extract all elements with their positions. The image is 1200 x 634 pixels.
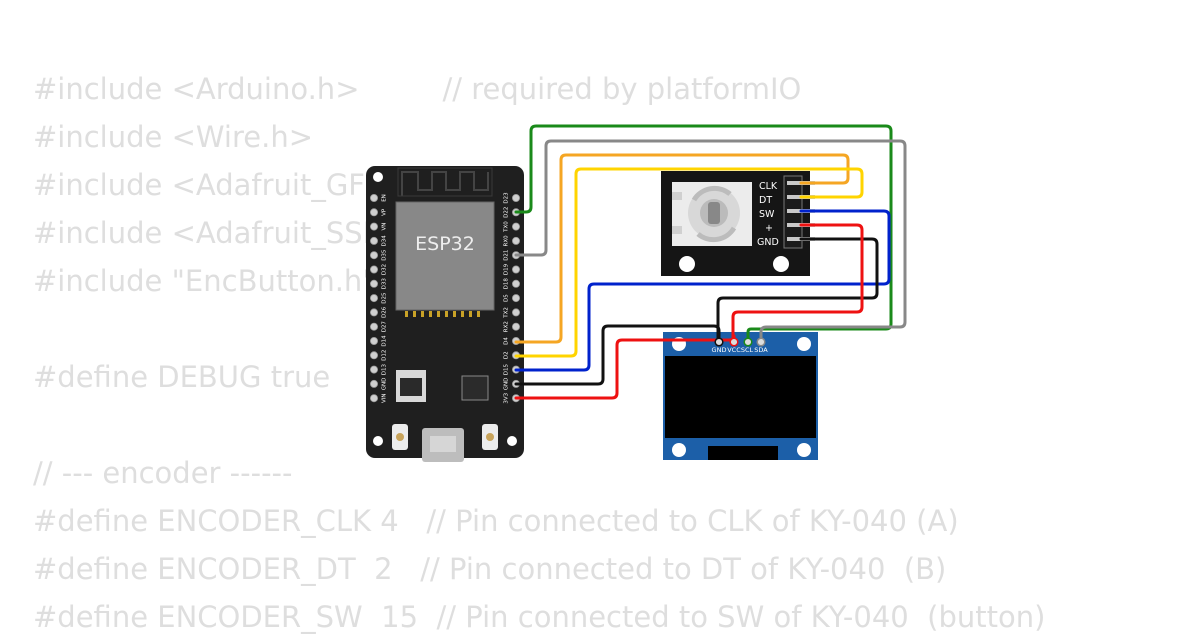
esp32-pin[interactable] (369, 365, 378, 374)
esp32-pin-label: 3V3 (504, 392, 510, 403)
esp32-pin-label: D14 (382, 335, 388, 347)
encoder-pin-label-dt: DT (759, 195, 772, 206)
code-line: #define DEBUG true (33, 360, 331, 394)
esp32-pin[interactable] (512, 193, 521, 202)
esp32-pin[interactable] (369, 351, 378, 360)
esp32-pin[interactable] (369, 222, 378, 231)
esp32-pin-label: D23 (504, 192, 510, 204)
module-pads (405, 311, 480, 317)
esp32-pin-label: VIN (382, 393, 388, 403)
code-line: #define ENCODER_CLK 4 // Pin connected t… (33, 504, 959, 538)
esp32-pin[interactable] (369, 294, 378, 303)
esp32-pin[interactable] (369, 279, 378, 288)
usb-serial-chip (461, 375, 489, 401)
esp32-pin-label: D34 (382, 235, 388, 247)
wire-clk-orange[interactable] (514, 153, 850, 344)
esp32-pin[interactable] (512, 265, 521, 274)
esp32-chip-label: ESP32 (415, 233, 475, 255)
boot-button[interactable] (392, 424, 408, 450)
oled-pin-label-vcc: VCC (727, 346, 741, 354)
esp32-pin-label: D15 (504, 363, 510, 375)
oled-screen (665, 356, 816, 438)
esp32-pin[interactable] (369, 336, 378, 345)
esp32-pin-label: D13 (382, 363, 388, 375)
oled-pins (714, 337, 766, 347)
oled-pin-label-gnd: GND (712, 346, 727, 354)
esp32-pin-label: D2 (504, 351, 510, 359)
esp32-pin-label: D21 (504, 250, 510, 261)
esp32-pin-label: VP (382, 208, 388, 216)
esp32-pin[interactable] (369, 208, 378, 217)
esp32-pin[interactable] (512, 279, 521, 288)
esp32-pin-label: RX0 (504, 235, 510, 247)
wire-sda-gray[interactable] (514, 139, 907, 343)
esp32-pin-label: VN (382, 223, 388, 231)
code-line: #include <Wire.h> (33, 120, 314, 154)
esp32-pin-label: D22 (504, 207, 510, 218)
code-line: #include <Arduino.h> // required by plat… (33, 72, 802, 106)
code-line: #include <Adafruit_SSD1306.h> (33, 216, 511, 250)
esp32-pin-label: TX0 (504, 221, 510, 233)
wire-enc-gnd-black[interactable] (716, 237, 879, 343)
esp32-pin-label: D18 (504, 278, 510, 290)
esp32-pin-label: D35 (382, 249, 388, 261)
esp32-pin[interactable] (369, 236, 378, 245)
wire-scl-green[interactable] (514, 124, 893, 343)
code-line: #define ENCODER_DT 2 // Pin connected to… (33, 552, 947, 586)
esp32-pin[interactable] (369, 308, 378, 317)
oled-pin-label-sda: SDA (754, 346, 768, 354)
esp32-pin[interactable] (512, 236, 521, 245)
esp32-right-pin-column: D23D22TX0RX0D21D19D18D5TX2RX2D4D2D15GND3… (504, 192, 521, 404)
esp32-pin-label: D5 (504, 294, 510, 302)
esp32-pin-label: D19 (504, 263, 510, 275)
esp32-pin-label: D33 (382, 278, 388, 290)
esp32-pin-label: TX2 (504, 307, 510, 319)
antenna-trace (397, 167, 493, 197)
encoder-pin-label-plus: + (765, 223, 773, 234)
encoder-pin-label-sw: SW (759, 209, 775, 220)
esp32-pin-label: RX2 (504, 321, 510, 332)
esp32-pin-label: D26 (382, 306, 388, 318)
en-button[interactable] (482, 424, 498, 450)
esp32-pin[interactable] (369, 193, 378, 202)
code-line: // --- encoder ------ (33, 456, 293, 490)
code-line: #define ENCODER_SW 15 // Pin connected t… (33, 600, 1046, 634)
rotary-encoder-module[interactable]: CLK DT SW + GND (661, 171, 815, 276)
esp32-pin-label: D12 (382, 350, 388, 361)
wire-sw-blue[interactable] (514, 209, 891, 372)
wire-dt-yellow[interactable] (514, 167, 864, 358)
oled-display-module[interactable]: GND VCC SCL SDA (663, 332, 818, 460)
esp32-pin[interactable] (369, 265, 378, 274)
esp32-pin-label: D27 (382, 321, 388, 333)
code-line: #include "EncButton.h" (33, 264, 376, 298)
esp32-pin[interactable] (369, 322, 378, 331)
esp32-pin[interactable] (512, 294, 521, 303)
wire-enc-vcc-red[interactable] (731, 223, 864, 343)
esp32-pin-label: D32 (382, 264, 388, 275)
encoder-pin-label-clk: CLK (759, 181, 778, 192)
esp32-pin[interactable] (369, 379, 378, 388)
esp32-pin-label: EN (382, 194, 388, 202)
esp32-pin-label: GND (504, 378, 510, 391)
oled-pin-label-scl: SCL (741, 346, 754, 354)
esp32-pin[interactable] (512, 322, 521, 331)
esp32-pin[interactable] (369, 251, 378, 260)
esp32-pin-label: D4 (504, 337, 510, 345)
esp32-pin[interactable] (512, 222, 521, 231)
esp32-module (395, 201, 495, 311)
encoder-pin-label-gnd: GND (757, 237, 779, 248)
esp32-pin-label: GND (382, 378, 388, 391)
esp32-pin[interactable] (369, 394, 378, 403)
esp32-pin[interactable] (512, 308, 521, 317)
esp32-pin-label: D25 (382, 292, 388, 304)
